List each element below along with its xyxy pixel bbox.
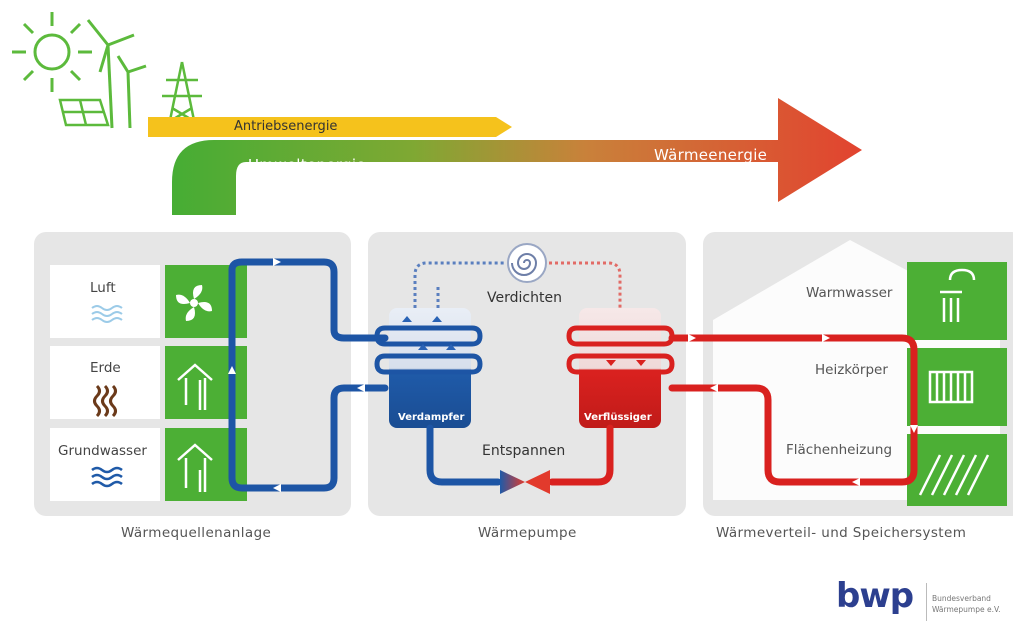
source-label-air: Luft bbox=[90, 280, 116, 296]
fan-icon bbox=[176, 285, 212, 321]
heatpump-caption: Wärmepumpe bbox=[478, 525, 577, 541]
well-probe-icon bbox=[177, 443, 213, 492]
source-label-earth: Erde bbox=[90, 360, 121, 376]
source-item-groundwater bbox=[50, 428, 160, 501]
bwp-logo bbox=[926, 583, 927, 621]
refrigerant-cold-line bbox=[413, 261, 505, 320]
drive-energy-arrow bbox=[148, 117, 512, 137]
evaporator-unit bbox=[374, 308, 483, 428]
floor-heating-icon bbox=[918, 454, 990, 496]
evaporator-label: Verdampfer bbox=[398, 412, 465, 423]
condenser-label: Verflüssiger bbox=[584, 412, 652, 423]
source-flow-arrows bbox=[228, 258, 365, 492]
source-loop-pipe bbox=[228, 258, 389, 492]
expansion-valve-icon bbox=[500, 470, 550, 494]
groundwater-waves-icon bbox=[91, 466, 123, 488]
environment-energy-label: Umweltenergie bbox=[248, 156, 366, 174]
solar-panel-icon bbox=[58, 98, 110, 127]
source-item-air bbox=[50, 265, 160, 338]
logo-subline-1: Bundesverband bbox=[932, 594, 991, 603]
ground-heat-icon bbox=[93, 384, 117, 418]
sink-label-radiator: Heizkörper bbox=[815, 362, 888, 378]
expand-label: Entspannen bbox=[482, 443, 566, 459]
energy-flow-arrow bbox=[172, 98, 862, 215]
heat-energy-label: Wärmeenergie bbox=[654, 146, 768, 164]
sink-label-floor: Flächenheizung bbox=[786, 442, 893, 458]
wind-turbine-icon bbox=[86, 19, 147, 129]
heating-flow-arrows bbox=[688, 334, 918, 486]
ground-probe-icon bbox=[177, 363, 213, 410]
source-label-groundwater: Grundwasser bbox=[58, 443, 147, 459]
drive-energy-label: Antriebsenergie bbox=[234, 119, 338, 134]
source-caption: Wärmequellenanlage bbox=[121, 525, 272, 541]
logo-subline-2: Wärmepumpe e.V. bbox=[932, 605, 1001, 614]
logo-text: bwp bbox=[836, 576, 914, 616]
distribution-caption: Wärmeverteil- und Speichersystem bbox=[716, 525, 967, 541]
compress-label: Verdichten bbox=[487, 290, 562, 306]
sun-icon bbox=[12, 12, 92, 92]
refrigerant-hot-line bbox=[549, 261, 622, 320]
heating-loop-pipe bbox=[668, 334, 918, 486]
radiator-icon bbox=[928, 370, 974, 404]
air-waves-icon bbox=[91, 305, 123, 323]
shower-icon bbox=[940, 268, 976, 322]
expansion-line bbox=[426, 424, 614, 486]
sink-label-warmwater: Warmwasser bbox=[806, 285, 893, 301]
condenser-unit bbox=[566, 308, 675, 428]
compressor-icon bbox=[507, 243, 547, 283]
